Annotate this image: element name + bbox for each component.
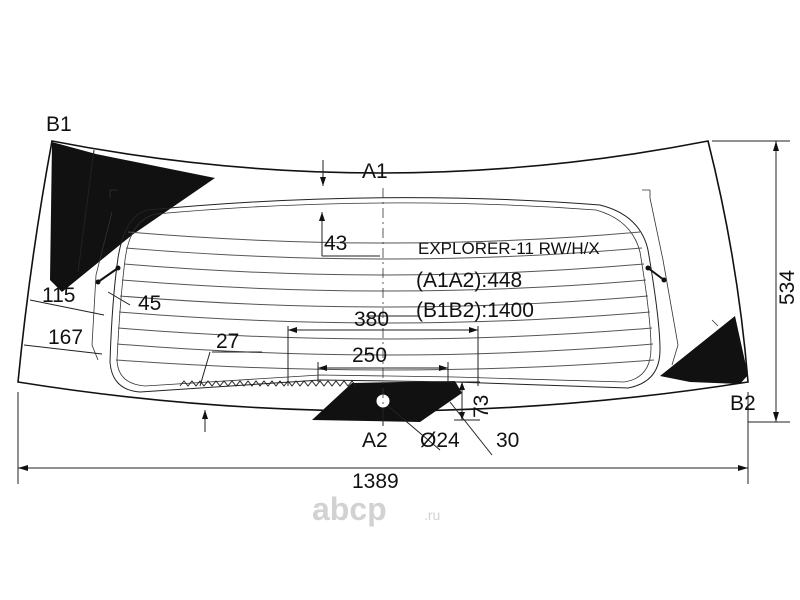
spec-b1b2: (B1B2):1400 [416,299,534,322]
dim-hole-diameter: Ø24 [420,429,460,452]
spec-a1a2: (A1A2):448 [416,269,522,292]
dimension-lines [17,140,790,484]
watermark-brand: abcp [312,491,387,527]
dim-27: 27 [216,330,239,353]
dim-380: 380 [354,308,389,331]
left-side-strip [91,211,113,361]
dim-width-total: 1389 [352,470,399,493]
arrowheads [18,141,779,471]
point-label-b2: B2 [730,392,756,415]
right-side-strip [649,197,679,366]
point-label-b1: B1 [46,113,72,136]
left-connector-icon [95,265,121,285]
dim-167: 167 [48,326,83,349]
shade-band-right [660,316,748,384]
glass-outline [17,140,749,412]
watermark: abcp .ru [312,491,440,527]
right-connector-icon [645,265,667,283]
point-label-a1: A1 [362,160,388,183]
heater-lines [115,231,655,371]
model-label: EXPLORER-11 RW/H/X [418,239,600,258]
antenna-zigzag [179,380,357,387]
dim-shade-band: 230 [64,200,87,235]
corner-marks [109,189,719,327]
shade-band-left [50,142,215,292]
watermark-domain: .ru [424,507,440,523]
dim-height-total: 534 [776,270,799,305]
dim-115: 115 [42,284,75,307]
point-label-a2: A2 [362,429,388,452]
dim-250: 250 [352,344,387,367]
dim-73: 73 [470,395,493,418]
dim-30: 30 [496,429,519,452]
dim-45: 45 [138,292,161,315]
heater-frame-inner [116,202,652,387]
heater-frame [109,197,661,393]
dim-43: 43 [324,232,347,255]
